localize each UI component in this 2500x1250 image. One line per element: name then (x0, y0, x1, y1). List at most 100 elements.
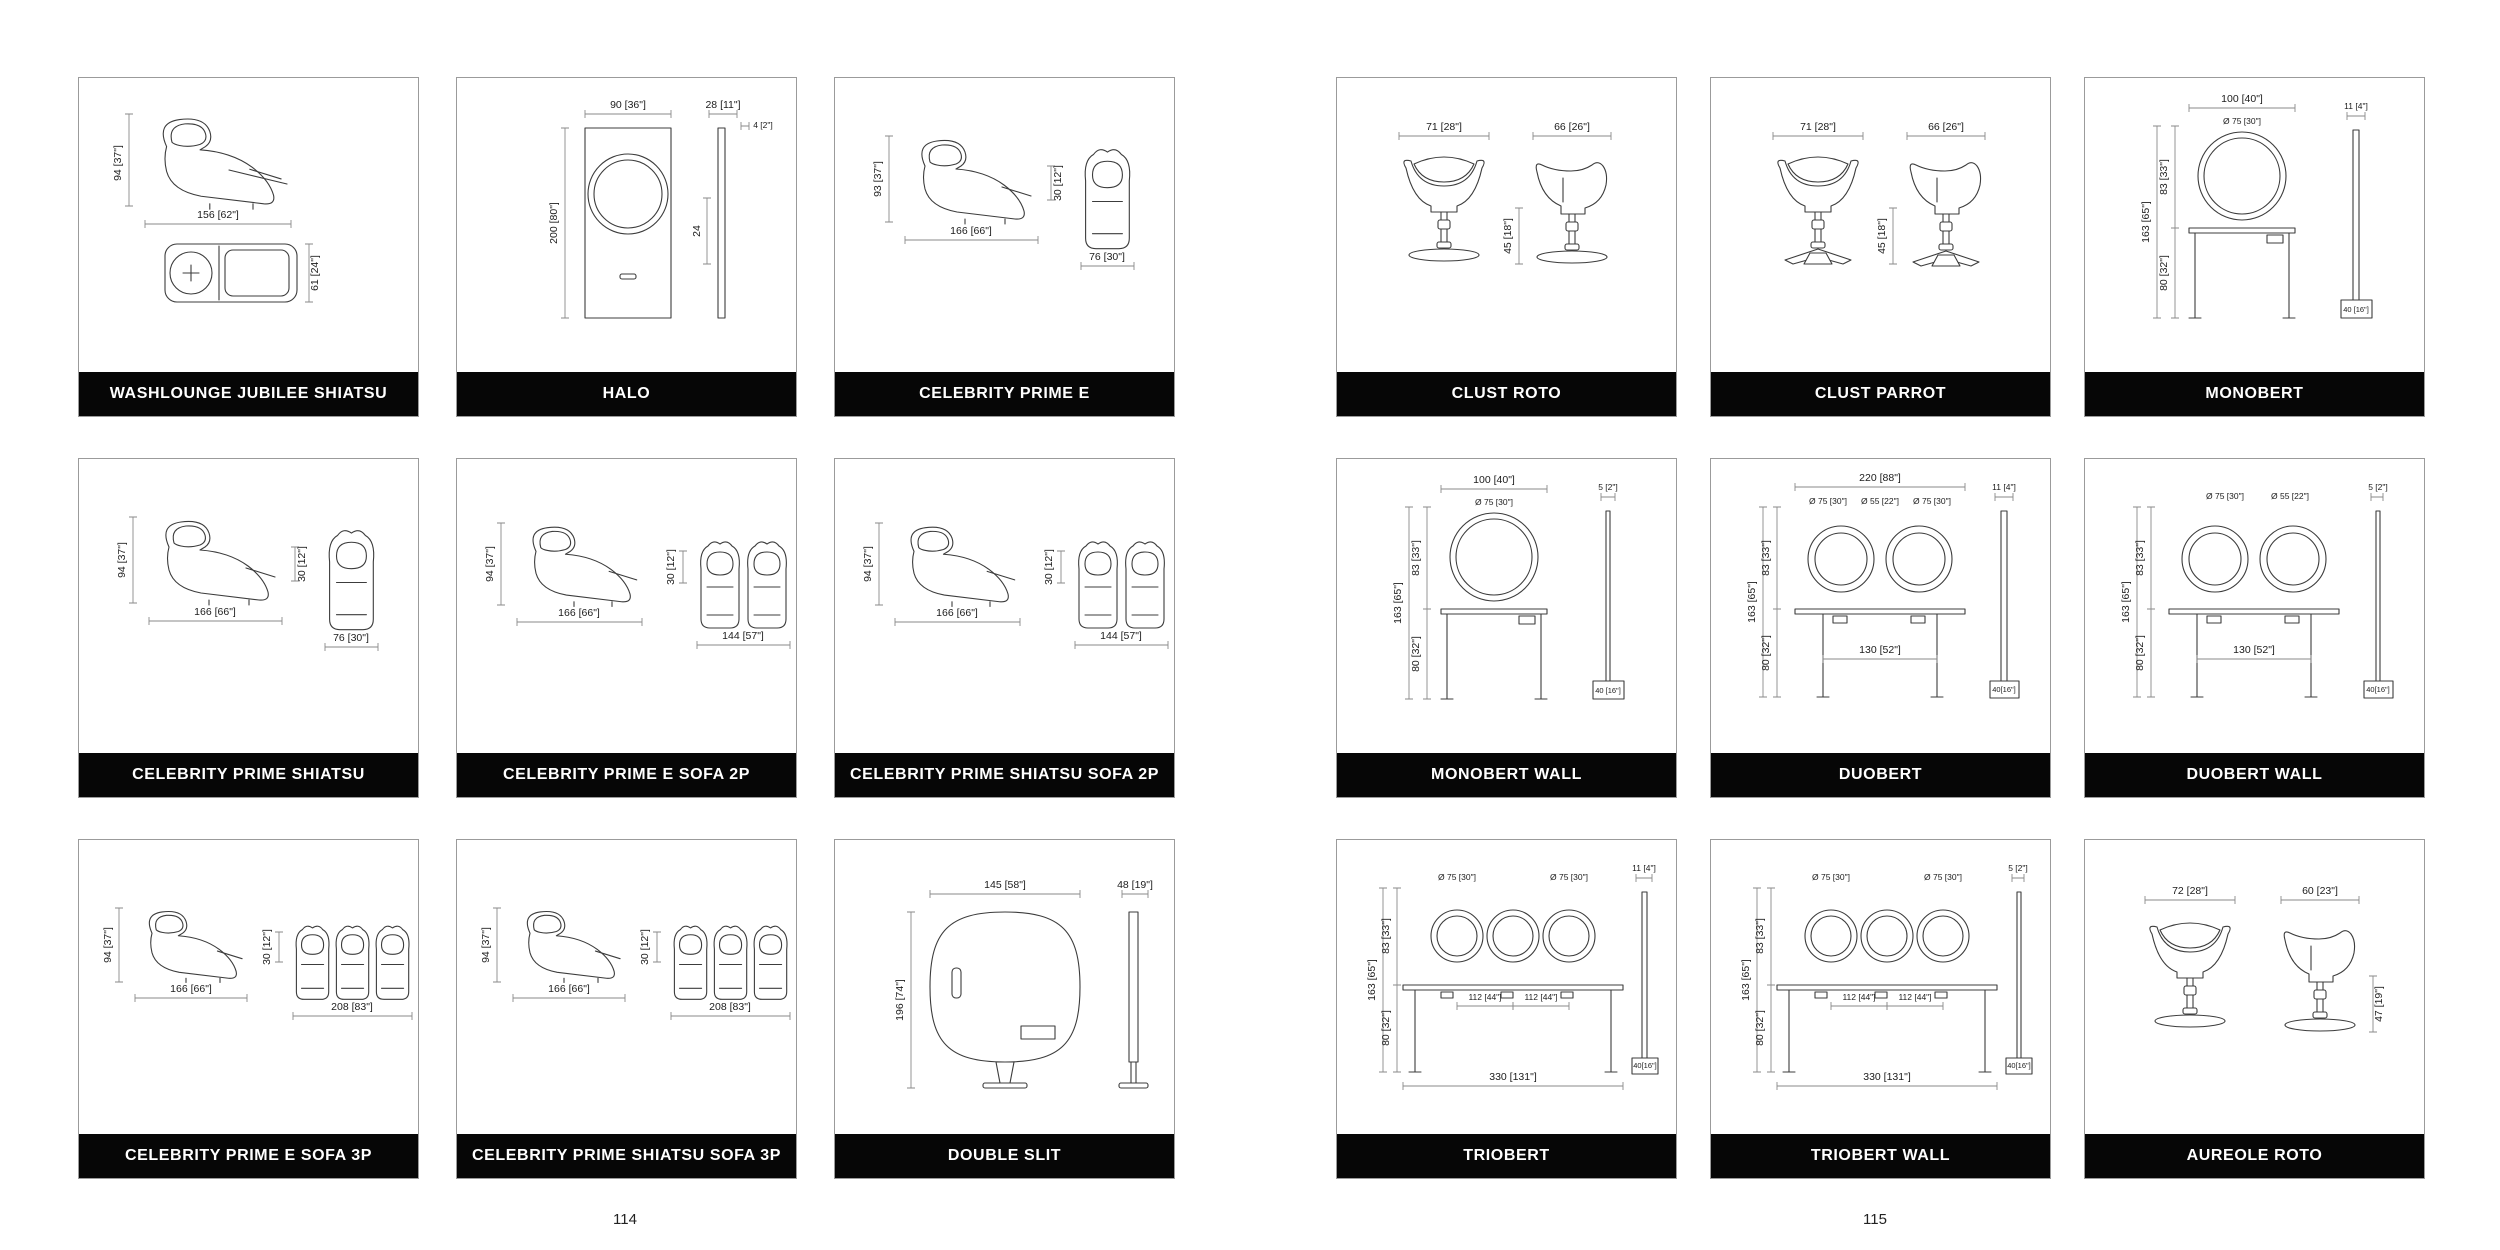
product-name: CLUST ROTO (1451, 385, 1562, 402)
dim-label: 208 [83"] (331, 1001, 373, 1013)
cell-triobert-wall: Ø 75 [30"] Ø 75 [30"] 163 [65"] 83 [33"]… (1710, 839, 2051, 1179)
dim-label: 30 [12"] (639, 929, 651, 965)
dim-label: 144 [57"] (1100, 630, 1142, 642)
station-side-figure (1632, 892, 1658, 1074)
product-name: MONOBERT (2205, 385, 2304, 402)
product-name: CELEBRITY PRIME SHIATSU SOFA 2P (849, 766, 1159, 783)
dim-label: 40 [16"] (1595, 686, 1621, 695)
product-name-bar: AUREOLE ROTO (2085, 1134, 2424, 1178)
sofa-3p-front-figure (295, 925, 410, 1000)
backwash-side-view-figure (921, 139, 1032, 225)
dim-label: 30 [12"] (261, 929, 273, 965)
dim-label: 30 [12"] (665, 549, 677, 585)
triple-mirror-station-front-figure (1403, 910, 1623, 1072)
product-name: DUOBERT WALL (2186, 766, 2323, 783)
dim-label: 100 [40"] (1473, 474, 1515, 486)
dim-label: 4 [2"] (753, 120, 773, 130)
seatback-front-figure (1084, 149, 1131, 250)
dim-label: 330 [131"] (1863, 1071, 1911, 1083)
dim-label: 156 [62"] (197, 209, 239, 221)
dim-label: 47 [19"] (2373, 986, 2385, 1022)
dim-label: 208 [83"] (709, 1001, 751, 1013)
product-name-bar: CELEBRITY PRIME E SOFA 2P (457, 753, 796, 797)
dim-label: 112 [44"] (1524, 992, 1557, 1002)
drawing-double-slit: 145 [58"] 196 [74"] 48 [19"] (894, 879, 1153, 1134)
drawing-monobert-wall: 100 [40"] Ø 75 [30"] 163 [65"] 83 [33"] … (1392, 474, 1676, 753)
product-name-bar: CLUST ROTO (1337, 372, 1676, 416)
dim-label: 163 [65"] (2140, 201, 2152, 243)
dim-label: 80 [32"] (1410, 636, 1422, 672)
dim-label: Ø 75 [30"] (2223, 116, 2261, 126)
product-name: CELEBRITY PRIME E SOFA 3P (124, 1147, 373, 1164)
dim-label: 40[16"] (1992, 685, 2016, 694)
chair-front-figure (1777, 156, 1859, 265)
cell-celebrity-prime-e: 93 [37"] 166 [66"] 30 [12"] 76 [30"] CEL… (834, 77, 1175, 417)
dim-label: 76 [30"] (333, 632, 369, 644)
dim-label: 40[16"] (1633, 1061, 1657, 1070)
dim-label: 80 [32"] (1760, 635, 1772, 671)
wall-panel-side-figure (2364, 511, 2393, 698)
dim-label: 5 [2"] (2008, 863, 2028, 873)
washlounge-side-view-figure (162, 118, 287, 210)
dim-label: 163 [65"] (1740, 959, 1752, 1001)
mirror-station-front-figure (2189, 132, 2295, 318)
dim-label: 163 [65"] (1366, 959, 1378, 1001)
drawing-celebrity-prime-shiatsu-sofa-3p: 94 [37"] 166 [66"] 30 [12"] 208 [83"] (480, 840, 796, 1134)
drawing-celebrity-prime-shiatsu: 94 [37"] 166 [66"] 30 [12"] 76 [30"] (116, 459, 418, 753)
product-name-bar: WASHLOUNGE JUBILEE SHIATSU (79, 372, 418, 416)
dim-label: 11 [4"] (1632, 863, 1656, 873)
cell-clust-parrot: 71 [28"] 66 [26"] 45 [18"] CLUST PARROT (1710, 77, 2051, 417)
drawing-celebrity-prime-e-sofa-2p: 94 [37"] 166 [66"] 30 [12"] 144 [57"] (484, 459, 796, 753)
product-name-bar: TRIOBERT WALL (1711, 1134, 2050, 1178)
cell-celebrity-prime-shiatsu-sofa-2p: 94 [37"] 166 [66"] 30 [12"] 144 [57"] CE… (834, 458, 1175, 798)
dim-label: 61 [24"] (309, 255, 321, 291)
dim-label: Ø 75 [30"] (1812, 872, 1850, 882)
dim-label: 112 [44"] (1468, 992, 1501, 1002)
drawing-celebrity-prime-e: 93 [37"] 166 [66"] 30 [12"] 76 [30"] (872, 78, 1174, 372)
right-page-grid: 71 [28"] 66 [26"] 45 [18"] CLUST ROTO (1336, 77, 2425, 1179)
product-name-bar: DUOBERT (1711, 753, 2050, 797)
drawing-celebrity-prime-e-sofa-3p: 94 [37"] 166 [66"] 30 [12"] 208 [83"] (102, 840, 418, 1134)
backwash-side-view-figure (165, 520, 276, 606)
dim-label: 66 [26"] (1928, 121, 1964, 133)
dim-label: 28 [11"] (705, 99, 740, 111)
mirror-station-front-figure (1441, 513, 1547, 699)
washlounge-top-view-figure (165, 244, 297, 302)
dim-label: 30 [12"] (1052, 165, 1064, 201)
cell-clust-roto: 71 [28"] 66 [26"] 45 [18"] CLUST ROTO (1336, 77, 1677, 417)
product-name-bar: CELEBRITY PRIME SHIATSU (79, 753, 418, 797)
cell-aureole-roto: 72 [28"] 60 [23"] 47 [19"] AUREOLE ROTO (2084, 839, 2425, 1179)
dim-label: 30 [12"] (1043, 549, 1055, 585)
dim-label: 163 [65"] (1746, 581, 1758, 623)
dim-label: 94 [37"] (116, 542, 128, 578)
dim-label: 163 [65"] (2120, 581, 2132, 623)
dim-label: 80 [32"] (2158, 255, 2170, 291)
dim-label: 220 [88"] (1859, 472, 1901, 484)
dim-label: 100 [40"] (2221, 93, 2263, 105)
backwash-side-view-figure (910, 526, 1016, 608)
dim-label: 196 [74"] (894, 979, 906, 1021)
mirror-station-side-figure (2341, 130, 2372, 318)
product-name: TRIOBERT WALL (1810, 1147, 1951, 1164)
dim-label: 40[16"] (2366, 685, 2390, 694)
dim-label: 94 [37"] (102, 927, 114, 963)
product-name: CELEBRITY PRIME E (919, 385, 1090, 402)
chair-front-figure (1403, 156, 1485, 262)
sofa-2p-front-figure (700, 541, 787, 629)
dim-label: 83 [33"] (1410, 540, 1422, 576)
chair-front-figure (2149, 922, 2231, 1028)
page-number: 115 (1863, 1211, 1887, 1228)
dim-label: 94 [37"] (480, 927, 492, 963)
page-115: 71 [28"] 66 [26"] 45 [18"] CLUST ROTO (1250, 0, 2500, 1250)
product-name-bar: MONOBERT (2085, 372, 2424, 416)
dim-label: 166 [66"] (170, 983, 212, 995)
wall-panel-side-figure (2006, 892, 2032, 1074)
cell-double-slit: 145 [58"] 196 [74"] 48 [19"] DOUBLE SLIT (834, 839, 1175, 1179)
product-name-bar: CELEBRITY PRIME SHIATSU SOFA 2P (835, 753, 1174, 797)
drawing-clust-roto: 71 [28"] 66 [26"] 45 [18"] (1337, 121, 1676, 372)
chair-side-figure (2283, 930, 2356, 1032)
dim-label: 11 [4"] (1992, 482, 2016, 492)
dim-label: 45 [18"] (1502, 218, 1514, 254)
cell-celebrity-prime-shiatsu-sofa-3p: 94 [37"] 166 [66"] 30 [12"] 208 [83"] CE… (456, 839, 797, 1179)
drawing-clust-parrot: 71 [28"] 66 [26"] 45 [18"] (1711, 121, 2050, 267)
